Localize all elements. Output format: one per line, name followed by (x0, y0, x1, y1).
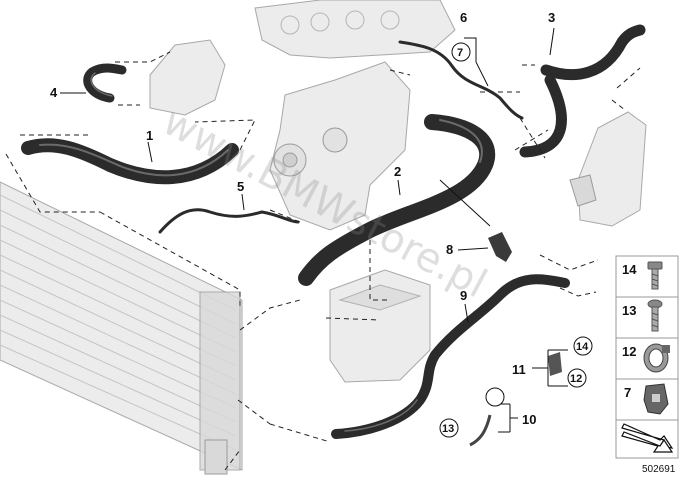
assembly-lines (5, 51, 641, 471)
callout-8: 8 (446, 242, 453, 257)
legend-item-13: 13 (622, 303, 636, 318)
callout-14-circle: 14 (573, 336, 593, 356)
hose-part-2 (298, 114, 495, 286)
leader-lines (60, 27, 568, 433)
screw-icon (647, 299, 663, 332)
callout-12-small: 12 (570, 373, 582, 385)
callout-2: 2 (394, 164, 401, 179)
pipe-part-6 (398, 40, 524, 120)
callout-3: 3 (548, 10, 555, 25)
legend-item-7: 7 (624, 385, 631, 400)
bracket-clip-icon (643, 383, 669, 415)
callout-12-circle: 12 (567, 368, 587, 388)
callout-11: 11 (512, 362, 526, 377)
pipe-part-5 (158, 208, 300, 234)
bracket-part-10 (469, 414, 492, 447)
thermostat-housing (149, 39, 226, 116)
legend-item-12: 12 (622, 344, 636, 359)
bolt-icon (647, 261, 663, 290)
expansion-tank (329, 269, 431, 383)
callout-1: 1 (146, 128, 153, 143)
callout-6: 6 (460, 10, 467, 25)
callout-14-small: 14 (576, 341, 589, 353)
hose-part-4 (83, 63, 127, 103)
hose-part-9 (331, 274, 570, 439)
callout-13-small: 13 (442, 423, 454, 435)
bracket-part-11 (548, 352, 562, 376)
callout-9: 9 (460, 288, 467, 303)
callout-7-circle: 7 (451, 42, 471, 62)
hose-part-1 (21, 138, 239, 185)
arrow-down-right-icon (621, 423, 674, 453)
callout-4: 4 (50, 85, 58, 100)
document-number: 502691 (642, 464, 676, 475)
legend-item-14: 14 (622, 262, 637, 277)
hose-part-3 (519, 24, 646, 158)
bracket-part-8 (488, 232, 512, 262)
callout-7: 7 (457, 47, 463, 59)
callout-5: 5 (237, 179, 244, 194)
clamp-icon (643, 343, 670, 373)
auxiliary-cooler (569, 111, 647, 227)
engine-block (254, 0, 456, 59)
radiator (0, 181, 243, 475)
legend-panel: 14 13 12 7 (615, 255, 679, 459)
water-pump-housing (269, 61, 411, 231)
callout-13b-circle (485, 387, 505, 407)
callout-10: 10 (522, 412, 536, 427)
callout-13-circle: 13 (439, 418, 459, 438)
